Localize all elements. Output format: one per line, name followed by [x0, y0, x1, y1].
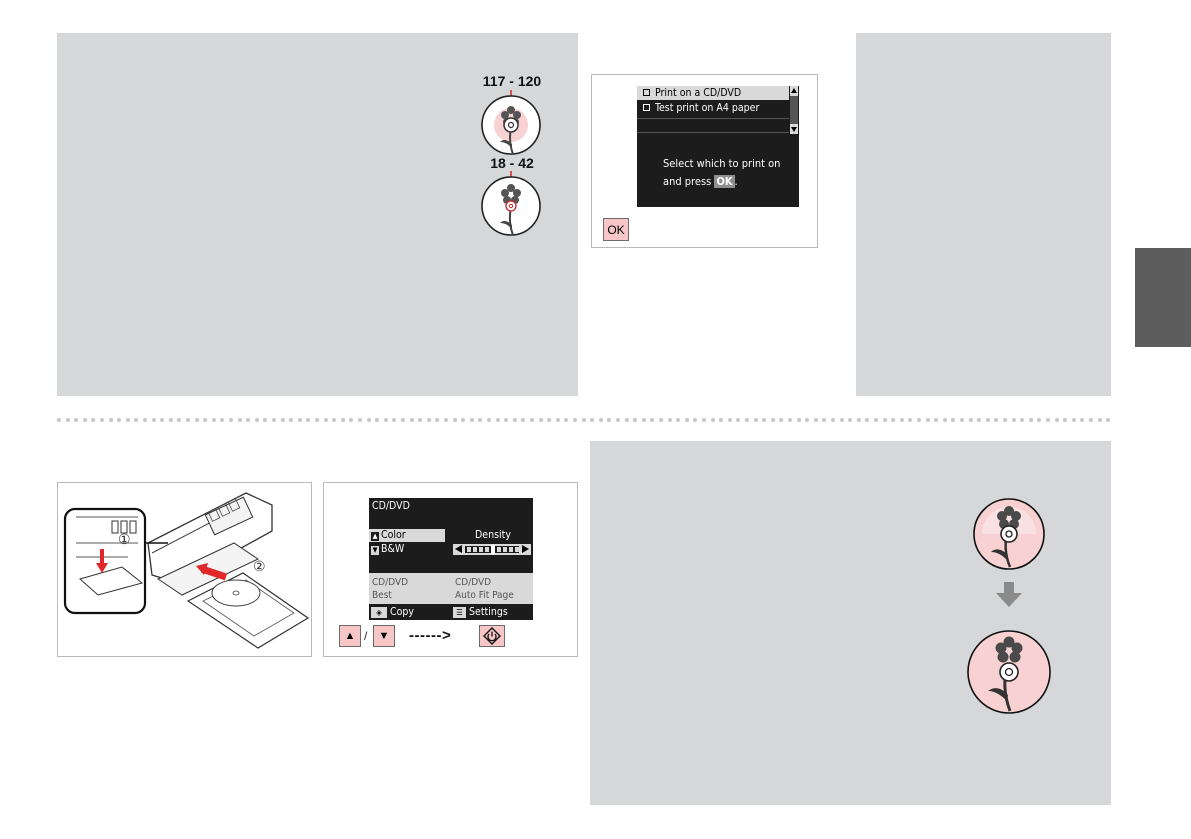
dotted-separator: [57, 418, 1111, 424]
info-right-2: Auto Fit Page: [455, 590, 514, 601]
next-step-arrow: ------>: [409, 627, 452, 644]
density-cell: [497, 547, 501, 552]
print-target-screen-box: Print on a CD/DVD Test print on A4 paper…: [591, 74, 818, 248]
lcd-message-line2: and press OK.: [663, 175, 738, 188]
lcd-option-color[interactable]: ▲Color: [369, 529, 445, 542]
lcd-option-bw[interactable]: ▼B&W: [369, 543, 445, 556]
info-right-1: CD/DVD: [455, 577, 492, 588]
density-cell: [467, 547, 471, 552]
ok-badge: OK: [714, 175, 735, 188]
chapter-tab: [1135, 248, 1191, 347]
cd-flower-thumbnail-small-icon: [481, 171, 541, 236]
density-cell: [473, 547, 477, 552]
lcd-option-print-cd-dvd[interactable]: Print on a CD/DVD: [637, 86, 789, 100]
cd-preview-before-icon: [973, 498, 1045, 570]
cd-preview-after-icon: [967, 630, 1051, 714]
top-right-panel: [856, 33, 1111, 396]
lcd-option-test-print-label: Test print on A4 paper: [655, 102, 760, 114]
up-triangle-icon: ▲: [371, 532, 379, 541]
copy-softkey[interactable]: ◈Copy: [371, 605, 447, 619]
lcd-option-test-print[interactable]: Test print on A4 paper: [637, 101, 789, 115]
up-button[interactable]: ▲: [339, 625, 361, 647]
range-label-18-42: 18 - 42: [490, 155, 534, 171]
density-cell: [491, 545, 495, 554]
density-cell: [485, 547, 489, 552]
density-cell: [515, 547, 519, 552]
lcd-row-divider: [637, 118, 789, 119]
step-marker-2: ②: [253, 558, 266, 574]
range-label-117-120: 117 - 120: [482, 73, 542, 89]
lcd-title: CD/DVD: [369, 498, 533, 514]
density-slider[interactable]: [453, 544, 531, 555]
density-cell: [479, 547, 483, 552]
lcd-screen-cd-dvd: CD/DVD ▲Color ▼B&W Density CD/DVD Best C…: [369, 498, 533, 620]
start-diamond-icon: ◈: [371, 607, 387, 618]
density-right-arrow-icon: [522, 545, 529, 553]
start-button[interactable]: [479, 625, 505, 647]
density-cell: [503, 547, 507, 552]
cd-dvd-copy-screen-box: CD/DVD ▲Color ▼B&W Density CD/DVD Best C…: [323, 482, 578, 657]
info-left-2: Best: [372, 590, 392, 601]
top-left-panel: 117 - 120 18 - 42: [57, 33, 578, 396]
lcd-row-divider: [637, 132, 789, 133]
bottom-right-panel: [590, 441, 1111, 805]
down-triangle-icon: ▼: [371, 546, 379, 555]
cd-flower-thumbnail-large-icon: [481, 90, 541, 155]
lcd-scrollbar[interactable]: [790, 86, 798, 134]
printer-cd-tray-illustration: [63, 492, 310, 649]
cd-tray-insert-illustration-box: ① ②: [57, 482, 312, 657]
key-separator: /: [364, 629, 368, 643]
density-cell: [509, 547, 513, 552]
scroll-down-icon: [791, 127, 797, 132]
lcd-message-line1: Select which to print on: [663, 157, 781, 170]
density-left-arrow-icon: [455, 545, 462, 553]
scroll-up-icon: [791, 88, 797, 93]
copy-label: Copy: [390, 606, 414, 618]
lcd-screen: Print on a CD/DVD Test print on A4 paper…: [637, 86, 799, 207]
color-label: Color: [381, 529, 406, 541]
settings-menu-icon: ☰: [453, 607, 466, 618]
lcd-message-line2-suffix: .: [734, 175, 738, 188]
down-arrow-icon: [996, 582, 1022, 607]
down-button[interactable]: ▼: [373, 625, 395, 647]
info-left-1: CD/DVD: [372, 577, 409, 588]
settings-softkey[interactable]: ☰Settings: [453, 605, 533, 619]
step-marker-1: ①: [118, 531, 131, 547]
bw-label: B&W: [381, 543, 405, 555]
start-icon: [483, 627, 501, 645]
ok-button[interactable]: OK: [603, 218, 629, 241]
settings-label: Settings: [469, 606, 508, 618]
lcd-option-print-cd-dvd-label: Print on a CD/DVD: [655, 87, 742, 99]
lcd-message-line2-prefix: and press: [663, 175, 712, 188]
density-label: Density: [475, 529, 511, 541]
